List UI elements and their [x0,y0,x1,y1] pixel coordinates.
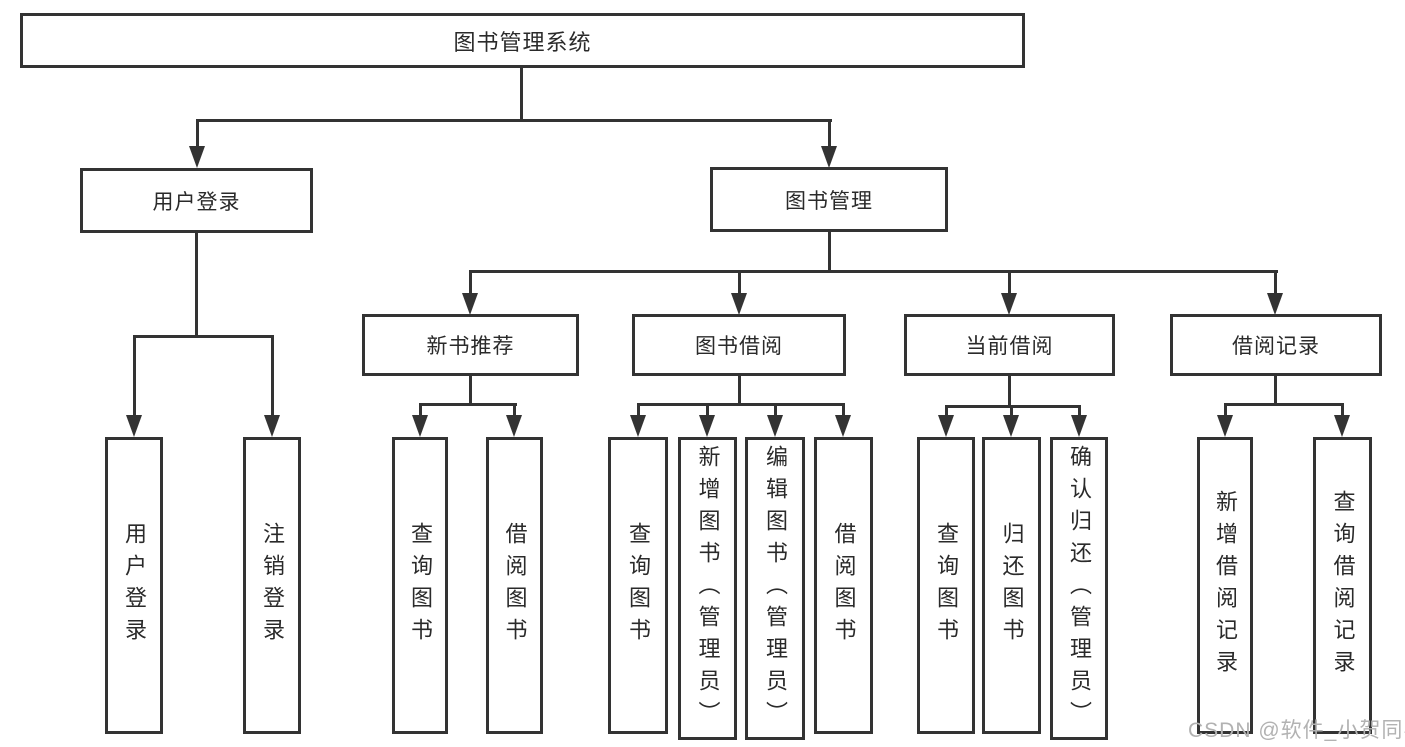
arrowhead-down-icon [462,293,478,315]
node-book-borrowing: 图书借阅 [632,314,846,376]
node-label: 用户登录 [122,521,147,650]
connector-current-vline [1008,376,1011,408]
connector-drop-line [706,403,709,415]
node-borrow-books-newrec: 借阅图书 [486,437,543,734]
connector-newrec-hline [419,403,517,406]
node-label: 查询借阅记录 [1330,489,1356,682]
node-user-login: 用户登录 [80,168,313,233]
arrowhead-down-icon [1001,293,1017,315]
connector-drop-line [1274,270,1277,293]
node-add-borrow-record: 新增借阅记录 [1197,437,1253,734]
connector-borrow-vline [738,376,741,406]
arrowhead-down-icon [1334,415,1350,437]
connector-drop-line [1078,405,1081,415]
arrowhead-down-icon [412,415,428,437]
connector-drop-line [1341,403,1344,415]
connector-records-vline [1274,376,1277,406]
node-book-management: 图书管理 [710,167,948,232]
connector-userlogin-vline [195,233,198,338]
connector-drop-line [1010,405,1013,415]
node-label: 查询图书 [626,521,651,650]
connector-drop-line [469,270,472,293]
node-current-borrowing: 当前借阅 [904,314,1115,376]
node-borrowing-records: 借阅记录 [1170,314,1382,376]
node-borrow-books-borrow: 借阅图书 [814,437,873,734]
node-label: 新增图书（管理员） [695,444,721,733]
node-label: 查询图书 [934,521,959,650]
arrowhead-down-icon [1003,415,1019,437]
connector-borrow-hline [637,403,845,406]
node-query-books-current: 查询图书 [917,437,975,734]
connector-drop-line [637,403,640,415]
node-return-books: 归还图书 [982,437,1041,734]
connector-drop-line [842,403,845,415]
arrowhead-down-icon [189,146,205,168]
connector-drop-line [271,335,274,415]
arrowhead-down-icon [835,415,851,437]
connector-drop-line [774,403,777,415]
node-add-books-admin: 新增图书（管理员） [678,437,737,740]
connector-drop-line [738,270,741,293]
connector-bookmgmt-vline [828,232,831,272]
connector-newrec-vline [469,376,472,406]
arrowhead-down-icon [506,415,522,437]
node-new-book-recommend: 新书推荐 [362,314,579,376]
node-label: 借阅图书 [502,521,528,650]
node-label: 借阅图书 [831,521,857,650]
arrowhead-down-icon [938,415,954,437]
arrowhead-down-icon [1267,293,1283,315]
node-logout: 注销登录 [243,437,301,734]
connector-records-hline [1224,403,1344,406]
arrowhead-down-icon [699,415,715,437]
arrowhead-down-icon [126,415,142,437]
arrowhead-down-icon [731,293,747,315]
arrowhead-down-icon [630,415,646,437]
node-label: 归还图书 [999,521,1025,650]
node-query-books-borrow: 查询图书 [608,437,668,734]
connector-root-vline [520,68,523,120]
connector-drop-line [133,335,136,415]
connector-drop-line [196,119,199,146]
connector-drop-line [1008,270,1011,293]
arrowhead-down-icon [264,415,280,437]
connector-root-hline [196,119,832,122]
arrowhead-down-icon [821,146,837,168]
node-library-management-system: 图书管理系统 [20,13,1025,68]
connector-bookmgmt-hline [469,270,1278,273]
arrowhead-down-icon [1217,415,1233,437]
connector-drop-line [828,119,831,146]
node-label: 确认归还（管理员） [1067,444,1092,733]
arrowhead-down-icon [1071,415,1087,437]
node-query-books-newrec: 查询图书 [392,437,448,734]
watermark: CSDN @软件_小贺同学 [1188,719,1405,742]
connector-drop-line [945,405,948,415]
connector-drop-line [419,403,422,415]
node-edit-books-admin: 编辑图书（管理员） [745,437,805,740]
connector-userlogin-hline [133,335,274,338]
node-user-login-leaf: 用户登录 [105,437,163,734]
connector-current-hline [945,405,1081,408]
node-label: 编辑图书（管理员） [763,444,788,733]
connector-drop-line [513,403,516,415]
node-label: 注销登录 [260,521,285,650]
node-confirm-return-admin: 确认归还（管理员） [1050,437,1108,740]
connector-drop-line [1224,403,1227,415]
node-query-borrow-record: 查询借阅记录 [1313,437,1372,734]
node-label: 查询图书 [408,521,433,650]
node-label: 新增借阅记录 [1213,489,1238,682]
arrowhead-down-icon [767,415,783,437]
